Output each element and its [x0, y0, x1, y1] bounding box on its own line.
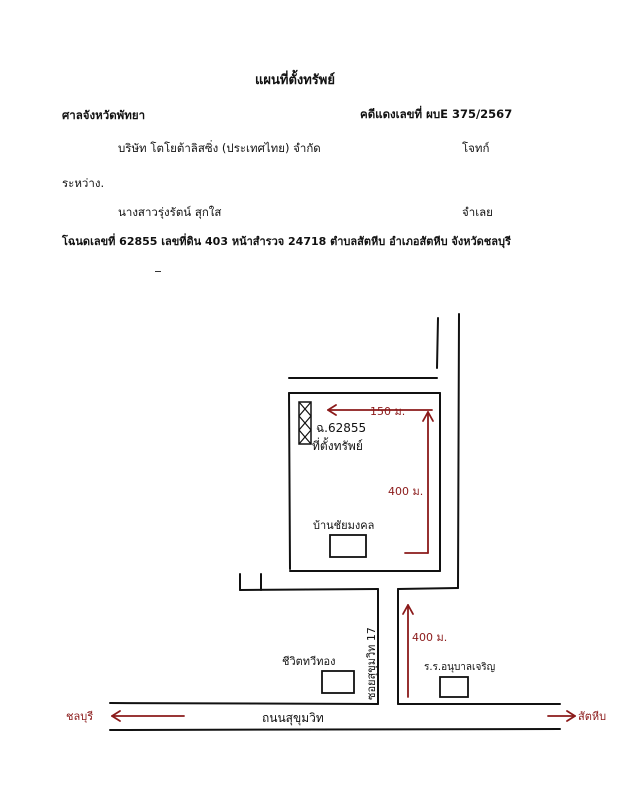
main-road-upper-left — [109, 702, 379, 705]
deed-label: ฉ.62855 — [316, 421, 366, 435]
main-road-lower — [109, 728, 561, 731]
shop-label: ชีวิตทวีทอง — [282, 655, 335, 668]
plaintiff-name: บริษัท โตโยต้าลิสซิ่ง (ประเทศไทย) จำกัด — [118, 141, 321, 155]
between-label: ระหว่าง. — [62, 176, 105, 190]
cross-road-lower — [239, 588, 379, 591]
cross-road-right-lower — [397, 587, 459, 590]
lane-left-edge — [288, 392, 291, 570]
main-road-label: ถนนสุขุมวิท — [262, 711, 324, 726]
distance-soi-label: 400 ม. — [412, 631, 447, 644]
school-label: ร.ร.อนุบาลเจริญ — [424, 662, 495, 673]
property-label: ที่ตั้งทรัพย์ — [312, 437, 363, 453]
deed-line: โฉนดเลขที่ 62855 เลขที่ดิน 403 หน้าสำรวจ… — [62, 235, 511, 248]
left-direction-label: ชลบุรี — [66, 710, 93, 723]
distance-side-label: 400 ม. — [388, 485, 423, 498]
house-building — [329, 534, 367, 558]
road-right-edge-outer — [457, 313, 460, 589]
distance-top-label: 150 ม. — [370, 405, 405, 418]
defendant-name: นางสาวรุ่งรัตน์ สุกใส — [118, 205, 222, 219]
right-direction-label: สัตหีบ — [578, 710, 606, 723]
shop-building — [321, 670, 355, 694]
case-number: คดีแดงเลขที่ ผบE 375/2567 — [360, 107, 513, 121]
road-right-edge-inner — [436, 317, 439, 369]
document-title: แผนที่ตั้งทรัพย์ — [255, 73, 335, 88]
stray-mark — [155, 271, 161, 272]
court-name: ศาลจังหวัดพัทยา — [62, 108, 146, 122]
school-building — [439, 676, 469, 698]
plaintiff-role: โจทก์ — [462, 141, 490, 155]
soi-label: ซอยสุขุมวิท 17 — [365, 627, 378, 700]
house-label: บ้านชัยมงคล — [313, 519, 374, 532]
property-parcel — [298, 401, 312, 445]
defendant-role: จำเลย — [462, 205, 493, 219]
